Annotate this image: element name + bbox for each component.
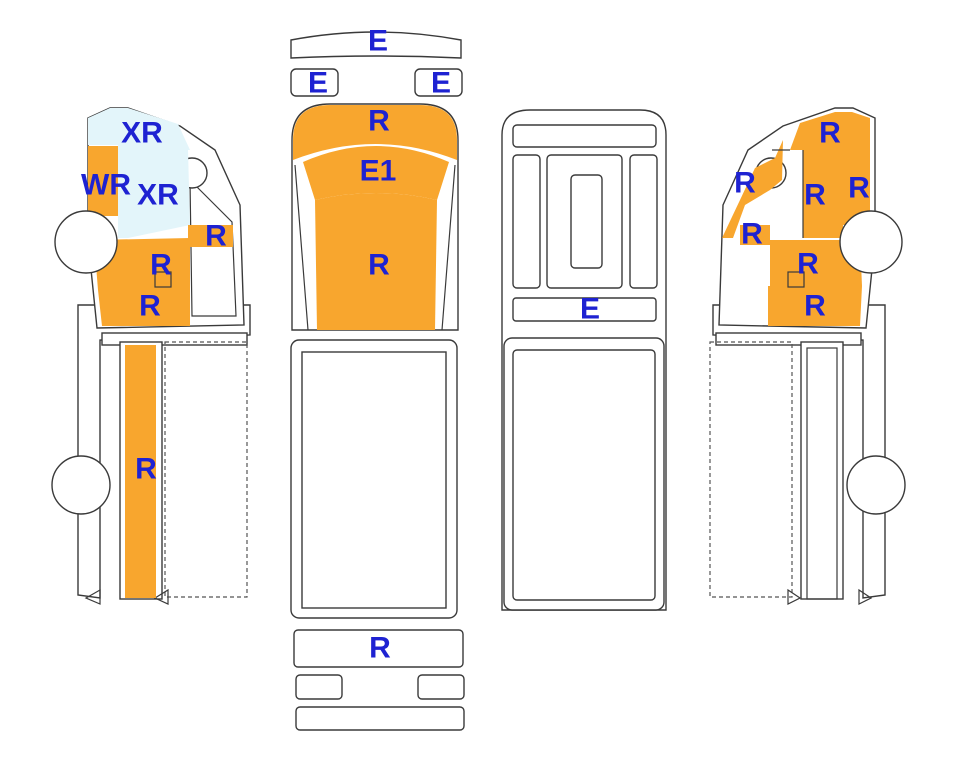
left-w-panel: [88, 146, 118, 216]
label-front-left-small: E: [308, 67, 328, 100]
right-door-lines: [772, 149, 804, 238]
label-right-mid: R: [741, 218, 763, 251]
rear-left-light: [295, 674, 343, 700]
left-door-window-panel: [118, 150, 190, 238]
right-mid-panel: [740, 225, 770, 245]
label-rear-bumper: R: [369, 632, 391, 665]
left-rear-window-outline: [189, 178, 237, 317]
right-upper-panel: [790, 112, 870, 150]
label-left-bed-strip: R: [135, 453, 157, 486]
label-right-door-upper: R: [804, 179, 826, 212]
front-right-small-panel: [414, 68, 463, 97]
right-door-mid-panel: [770, 240, 862, 286]
label-right-window: R: [734, 167, 756, 200]
underside-top-bar: [512, 124, 657, 148]
underside-right-rail: [629, 154, 658, 289]
left-chassis-outline: [77, 304, 251, 599]
label-roof: R: [368, 249, 390, 282]
rear-bumper-panel: [293, 629, 464, 668]
rear-right-light: [417, 674, 465, 700]
top-bed-inner: [301, 351, 447, 609]
right-front-wheel: [839, 210, 903, 274]
left-door-lower-panel: [98, 290, 190, 326]
right-door-handle: [787, 271, 805, 288]
label-front-right-small: E: [431, 67, 451, 100]
front-top-panel: [290, 31, 462, 59]
left-side-small-panel: [188, 225, 233, 247]
right-bed-dashed-area: [709, 341, 793, 598]
label-right-side-edge: R: [848, 172, 870, 205]
right-rear-wheel: [846, 455, 906, 515]
underside-left-rail: [512, 154, 541, 289]
label-front-top: E: [368, 25, 388, 58]
label-right-upper: R: [819, 117, 841, 150]
left-front-wheel: [54, 210, 118, 274]
label-right-door-lower: R: [804, 290, 826, 323]
right-door-lower-panel: [768, 286, 862, 326]
label-windshield: E1: [360, 155, 397, 188]
labels: E E E R E1 R R E XR WR XR R R R R R R R …: [81, 25, 870, 665]
left-bed-dashed-area: [164, 341, 248, 598]
underside-view: [501, 109, 667, 611]
label-right-door-mid: R: [797, 248, 819, 281]
label-left-door-window: XR: [137, 179, 179, 212]
label-left-side-small: R: [205, 220, 227, 253]
left-upper-window-panel: [88, 108, 190, 150]
rear-step: [295, 706, 465, 731]
right-bed-frame-inner: [806, 347, 838, 600]
label-rear-top-panel: E: [580, 293, 600, 326]
underside-center-inner: [570, 174, 603, 269]
left-mudflap-rear: [153, 588, 169, 605]
left-door-handle: [154, 271, 172, 288]
right-window-panel: [722, 140, 783, 238]
label-left-upper-window: XR: [121, 117, 163, 150]
label-left-w: WR: [81, 169, 131, 202]
left-mudflap-front: [84, 588, 101, 605]
top-cab-side-lines: [294, 164, 456, 331]
label-left-door-lower: R: [139, 290, 161, 323]
top-view: [290, 31, 465, 731]
right-bed-frame: [800, 341, 844, 600]
underside-bed-inner: [512, 349, 656, 601]
label-left-door-upper: R: [150, 249, 172, 282]
label-hood: R: [368, 105, 390, 138]
roof-panel: [315, 193, 437, 330]
left-door-upper-panel: [94, 238, 190, 290]
right-mudflap-front: [858, 588, 873, 605]
rear-top-panel: [512, 297, 657, 322]
left-side-view: [51, 107, 251, 605]
left-rear-wheel: [51, 455, 111, 515]
right-door-upper-panel: [803, 150, 843, 238]
right-side-view: [709, 107, 906, 605]
hood-panel: [293, 105, 457, 160]
left-bed-strip-panel: [125, 345, 156, 598]
right-chassis-outline: [712, 304, 886, 599]
front-left-small-panel: [290, 68, 339, 97]
right-mudflap-rear: [787, 588, 802, 605]
windshield-panel: [303, 146, 449, 200]
